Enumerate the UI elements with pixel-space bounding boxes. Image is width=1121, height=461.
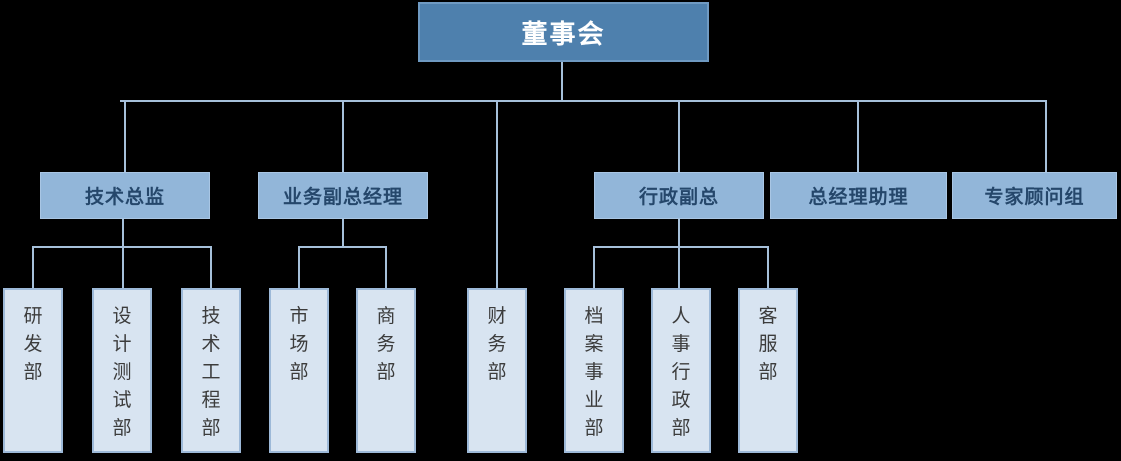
org-node-expert-advisor-group[interactable]: 专家顾问组 <box>952 172 1117 219</box>
connector-tech-rail <box>32 246 212 248</box>
connector-admin-left-drop <box>593 246 595 288</box>
connector-business-stem <box>342 219 344 246</box>
org-node-customer-service-dept-label: 客服部 <box>758 306 778 383</box>
org-node-marketing-dept[interactable]: 市场部 <box>269 288 329 453</box>
connector-drop-tech <box>124 100 126 172</box>
org-node-tech-engineering-dept-label: 技术工程部 <box>201 306 221 439</box>
org-node-admin-deputy-gm[interactable]: 行政副总 <box>594 172 764 219</box>
org-node-commerce-dept[interactable]: 商务部 <box>356 288 416 453</box>
connector-drop-admin <box>678 100 680 172</box>
org-node-board-label: 董事会 <box>521 18 606 49</box>
connector-drop-gm-assistant <box>857 100 859 172</box>
connector-tech-right-drop <box>210 246 212 288</box>
org-node-finance-dept[interactable]: 财务部 <box>467 288 527 453</box>
org-node-archives-division-label: 档案事业部 <box>584 306 604 439</box>
org-node-design-test-dept[interactable]: 设计测试部 <box>92 288 152 453</box>
connector-drop-business <box>342 100 344 172</box>
org-node-board[interactable]: 董事会 <box>418 2 709 62</box>
connector-drop-finance <box>496 100 498 288</box>
org-node-tech-director-label: 技术总监 <box>84 187 165 208</box>
org-node-gm-assistant[interactable]: 总经理助理 <box>770 172 947 219</box>
connector-admin-rail <box>593 246 769 248</box>
connector-root-stem <box>561 62 563 100</box>
org-node-expert-advisor-group-label: 专家顾问组 <box>984 187 1085 208</box>
org-node-admin-deputy-gm-label: 行政副总 <box>638 187 719 208</box>
org-node-tech-engineering-dept[interactable]: 技术工程部 <box>181 288 241 453</box>
org-node-hr-admin-dept-label: 人事行政部 <box>671 306 691 439</box>
org-node-business-deputy-gm-label: 业务副总经理 <box>282 187 403 208</box>
connector-admin-stem <box>678 219 680 288</box>
connector-business-right-drop <box>385 246 387 288</box>
connector-business-rail <box>298 246 387 248</box>
connector-business-left-drop <box>298 246 300 288</box>
connector-admin-right-drop <box>767 246 769 288</box>
org-node-finance-dept-label: 财务部 <box>487 306 507 383</box>
org-node-gm-assistant-label: 总经理助理 <box>808 187 909 208</box>
org-node-tech-director[interactable]: 技术总监 <box>40 172 210 219</box>
org-node-business-deputy-gm[interactable]: 业务副总经理 <box>258 172 428 219</box>
org-node-rd-dept-label: 研发部 <box>23 306 43 383</box>
connector-main-rail <box>120 100 1047 102</box>
org-node-marketing-dept-label: 市场部 <box>289 306 309 383</box>
org-node-customer-service-dept[interactable]: 客服部 <box>738 288 798 453</box>
org-node-design-test-dept-label: 设计测试部 <box>112 306 132 439</box>
org-node-archives-division[interactable]: 档案事业部 <box>564 288 624 453</box>
connector-drop-expert <box>1045 100 1047 172</box>
connector-tech-stem <box>122 219 124 288</box>
org-node-commerce-dept-label: 商务部 <box>376 306 396 383</box>
org-node-rd-dept[interactable]: 研发部 <box>3 288 63 453</box>
org-node-hr-admin-dept[interactable]: 人事行政部 <box>651 288 711 453</box>
connector-tech-left-drop <box>32 246 34 288</box>
